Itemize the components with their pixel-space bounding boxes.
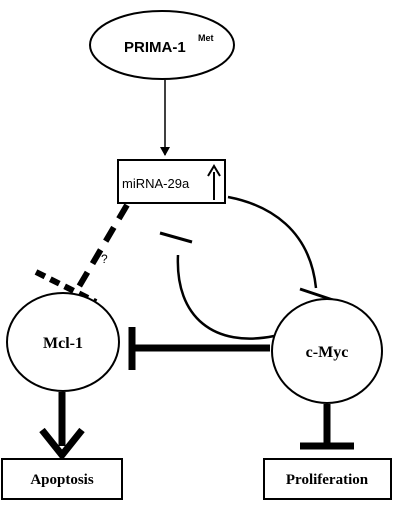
prima-label: PRIMA-1 [124,39,186,56]
prima-node: PRIMA-1 Met [89,10,235,80]
mirna-node: miRNA-29a [117,159,226,204]
cmyc-node: c-Myc [271,298,383,404]
mirna-label: miRNA-29a [122,176,190,191]
mcl1-to-apoptosis-arrowhead [39,427,85,461]
proliferation-label: Proliferation [286,472,369,488]
cmyc-label: c-Myc [306,344,349,361]
cmyc-inhibits-mirna-arc [176,254,275,340]
apoptosis-label: Apoptosis [30,472,94,488]
uncertain-link-marker: ? [101,252,108,266]
mirna-inhibits-cmyc-arc [227,195,318,289]
apoptosis-node: Apoptosis [1,458,123,500]
up-arrow-icon [207,164,221,200]
proliferation-node: Proliferation [263,458,392,500]
cmyc-inhibits-mirna-bar [159,231,193,244]
mcl1-label: Mcl-1 [43,335,83,352]
prima-superscript: Met [198,33,214,43]
mcl1-node: Mcl-1 [6,292,120,392]
mirna-inhibits-mcl1-dashed [74,203,130,292]
